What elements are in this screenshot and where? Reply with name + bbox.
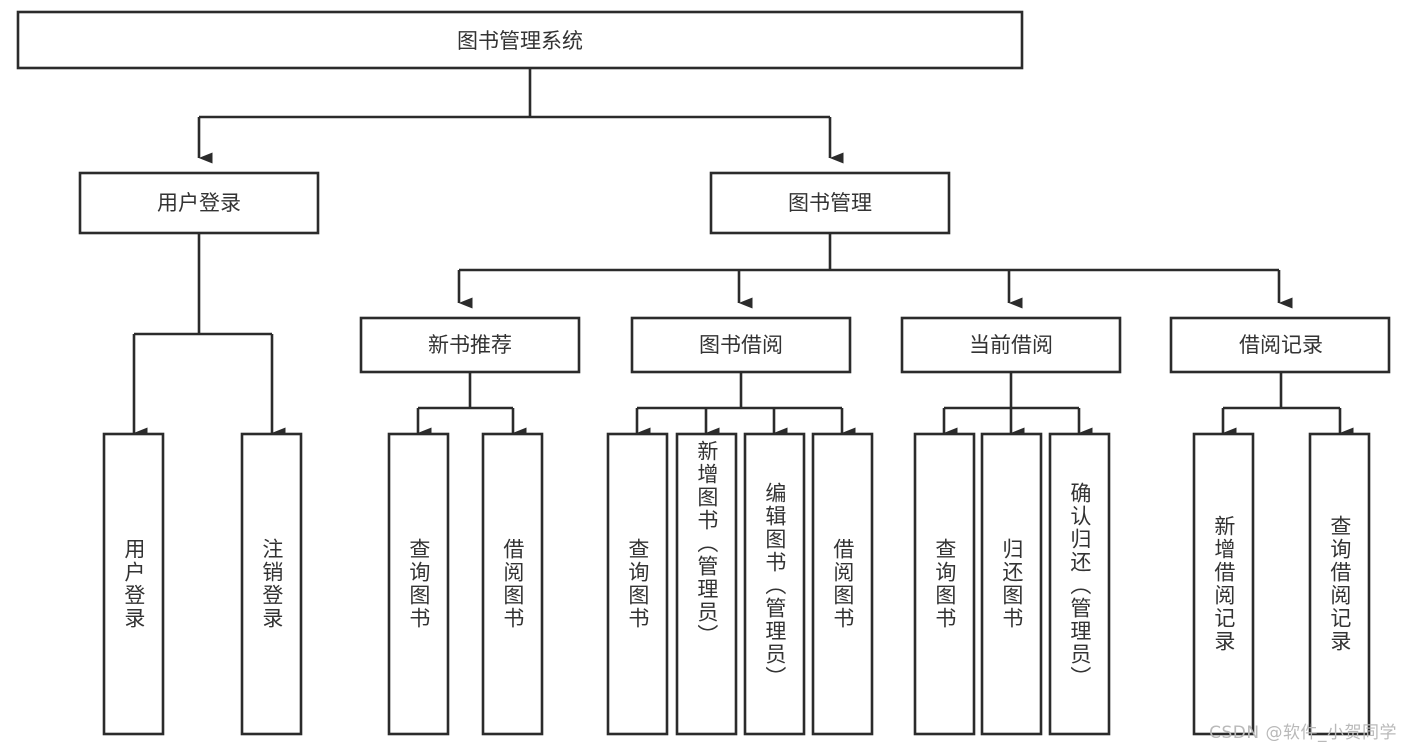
- leaf-query-book-3-box[interactable]: [913, 432, 976, 736]
- node-book-manage[interactable]: [709, 171, 951, 235]
- node-root-box: [16, 10, 1024, 70]
- leaf-query-book-1-box[interactable]: [387, 432, 450, 736]
- leaf-query-record-box[interactable]: [1308, 432, 1371, 736]
- node-book-manage-box: [709, 171, 951, 235]
- node-borrow-record[interactable]: [1169, 316, 1391, 374]
- leaf-confirm-return-box[interactable]: [1048, 432, 1111, 736]
- leaf-user-logout-box[interactable]: [240, 432, 303, 736]
- node-current-borrow-box: [900, 316, 1122, 374]
- node-book-borrow-label: 图书借阅: [699, 333, 783, 357]
- leaf-boxes: [102, 432, 1371, 736]
- leaf-return-book-box[interactable]: [980, 432, 1043, 736]
- leaf-borrow-book-2-box[interactable]: [811, 432, 874, 736]
- connector-current-borrow-to-leaves: [942, 372, 1093, 439]
- node-current-borrow[interactable]: [900, 316, 1122, 374]
- leaf-edit-book-box[interactable]: [743, 432, 806, 736]
- connector-book-manage-to-level3: [457, 233, 1293, 309]
- connector-book-borrow-to-leaves: [635, 372, 856, 439]
- connector-user-login-to-leaves: [132, 233, 286, 439]
- csdn-watermark: CSDN @软件_小贺同学: [1209, 723, 1397, 743]
- node-borrow-record-label: 借阅记录: [1239, 333, 1323, 357]
- node-book-manage-label: 图书管理: [788, 191, 872, 215]
- leaf-borrow-book-1-box[interactable]: [481, 432, 544, 736]
- node-book-borrow-box: [630, 316, 852, 374]
- node-book-borrow[interactable]: [630, 316, 852, 374]
- leaf-add-record-box[interactable]: [1192, 432, 1255, 736]
- connector-borrow-record-to-leaves: [1221, 372, 1354, 439]
- node-new-book-rec-box: [359, 316, 581, 374]
- node-root-label: 图书管理系统: [457, 29, 583, 53]
- leaf-user-login-box[interactable]: [102, 432, 165, 736]
- node-new-book-rec[interactable]: [359, 316, 581, 374]
- node-root[interactable]: [16, 10, 1024, 70]
- leaf-query-book-2-box[interactable]: [606, 432, 669, 736]
- connector-root-to-level2: [197, 68, 844, 164]
- node-new-book-rec-label: 新书推荐: [428, 333, 512, 357]
- node-user-login-label: 用户登录: [157, 191, 241, 215]
- node-borrow-record-box: [1169, 316, 1391, 374]
- node-current-borrow-label: 当前借阅: [969, 333, 1053, 357]
- connector-new-book-rec-to-leaves: [416, 372, 527, 439]
- leaf-add-book-box[interactable]: [675, 432, 738, 736]
